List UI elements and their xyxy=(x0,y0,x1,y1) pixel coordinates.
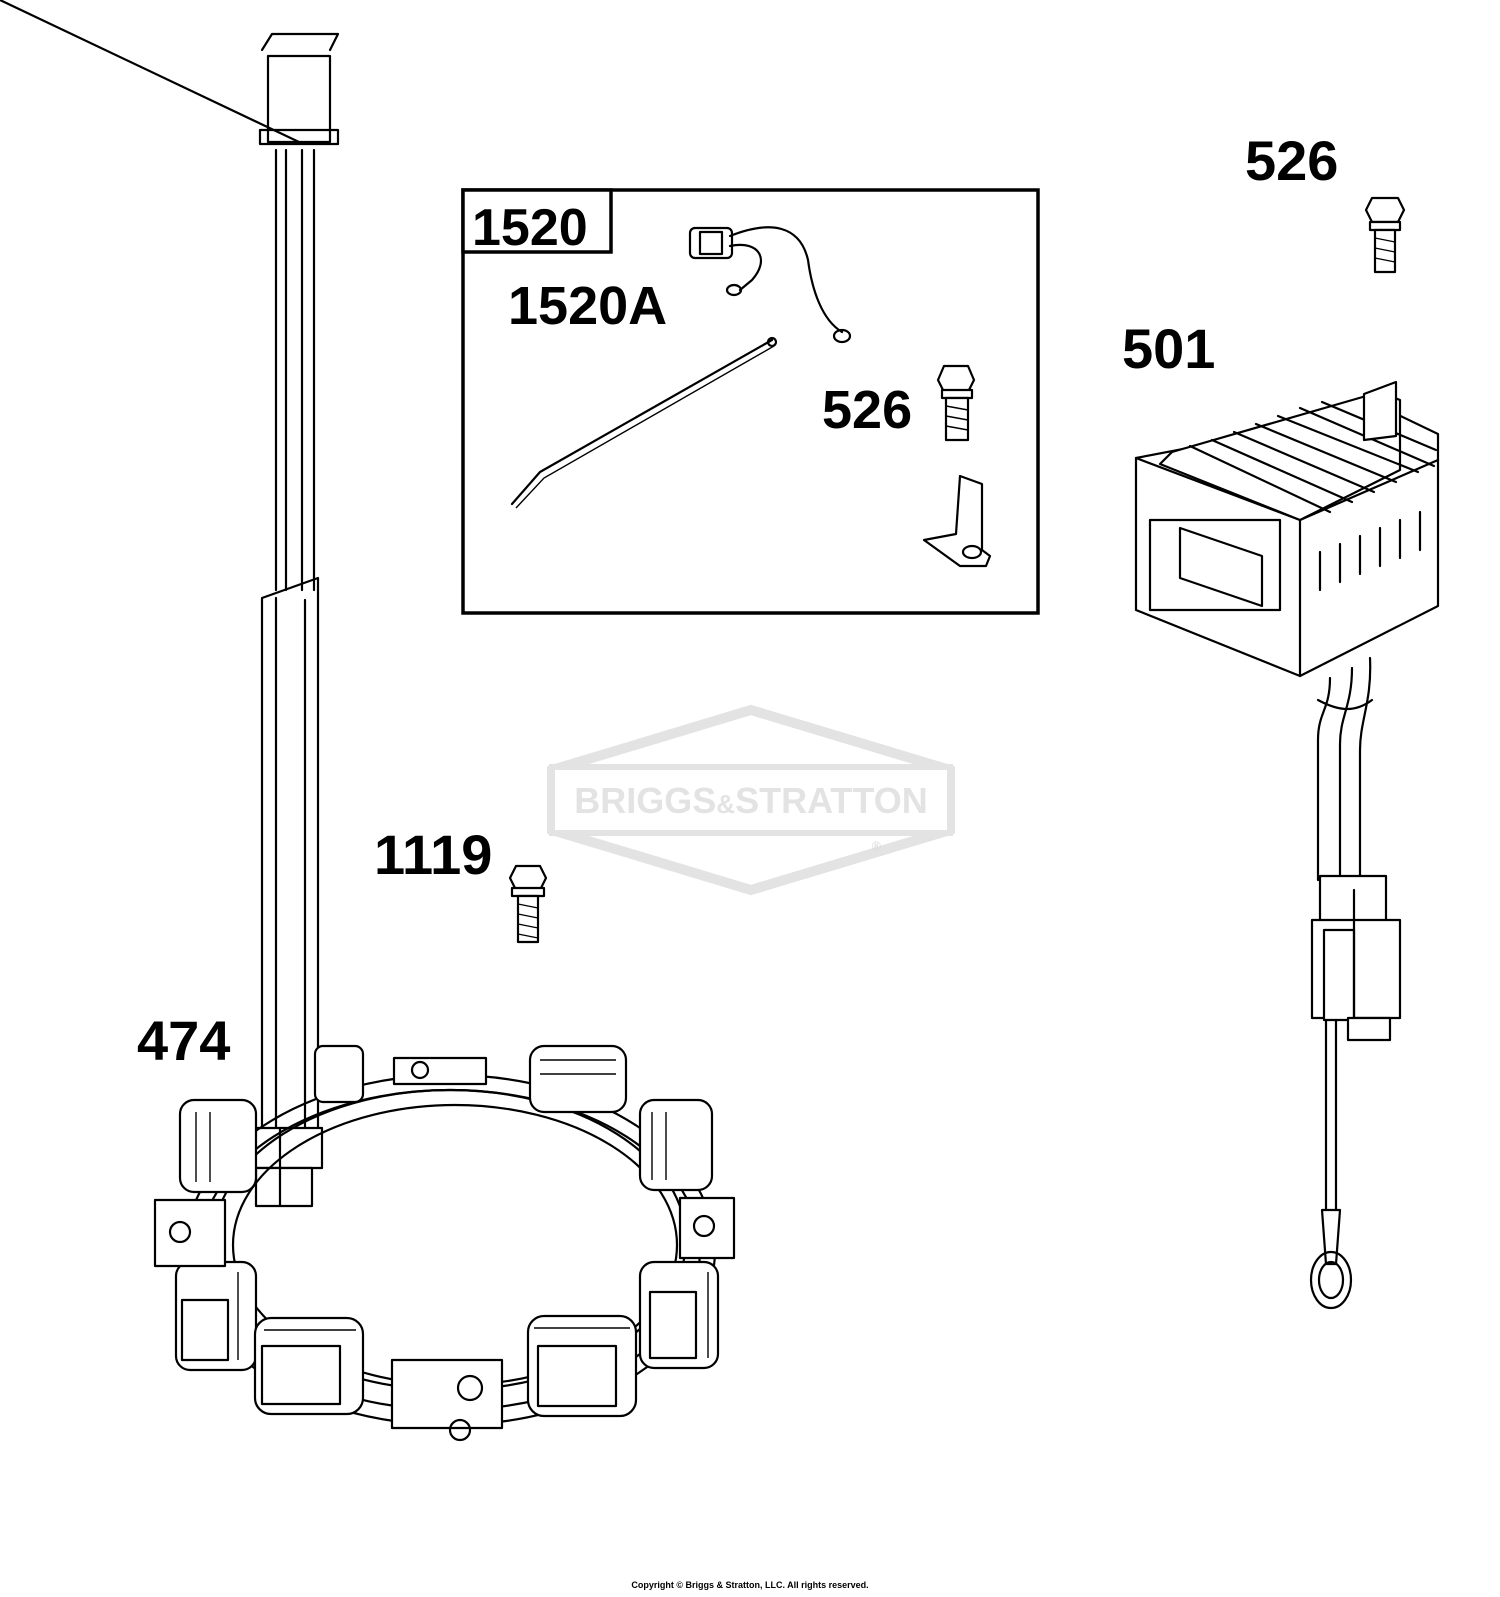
kit-screw-526 xyxy=(936,364,976,442)
callout-526-kit: 526 xyxy=(822,380,912,440)
copyright-notice: Copyright © Briggs & Stratton, LLC. All … xyxy=(631,1580,869,1590)
stator-coil xyxy=(174,1260,258,1372)
registered-mark: ® xyxy=(872,839,881,853)
stator-coil xyxy=(253,1316,365,1416)
stator-coil xyxy=(638,1260,720,1370)
kit-cable-tie xyxy=(510,336,778,509)
stator-mount-lug xyxy=(678,1196,736,1260)
callout-1520A: 1520A xyxy=(508,276,667,336)
callout-1119: 1119 xyxy=(374,823,492,886)
callout-526-top-right: 526 xyxy=(1245,129,1338,192)
regulator-501 xyxy=(1134,380,1440,1310)
watermark-text: BRIGGS&STRATTON xyxy=(574,780,927,821)
kit-1520-box xyxy=(461,188,1040,615)
stator-coil xyxy=(526,1314,638,1418)
stator-mount-lug xyxy=(390,1358,504,1442)
callout-501: 501 xyxy=(1122,317,1215,380)
callout-474: 474 xyxy=(137,1009,230,1072)
stator-coil xyxy=(313,1044,365,1104)
screw-526-top-right xyxy=(1364,196,1406,274)
stator-coil xyxy=(528,1044,628,1114)
stator-mount-lug xyxy=(392,1056,488,1086)
callout-1520: 1520 xyxy=(472,199,588,257)
screw-1119 xyxy=(508,864,548,944)
stator-coil xyxy=(638,1098,714,1192)
stator-474 xyxy=(153,1044,736,1442)
kit-bracket xyxy=(922,474,992,568)
kit-sensor-1520A xyxy=(688,226,852,344)
stator-coil xyxy=(178,1098,258,1194)
briggs-stratton-watermark: BRIGGS&STRATTON ® xyxy=(547,704,955,896)
stator-mount-lug xyxy=(153,1198,227,1268)
